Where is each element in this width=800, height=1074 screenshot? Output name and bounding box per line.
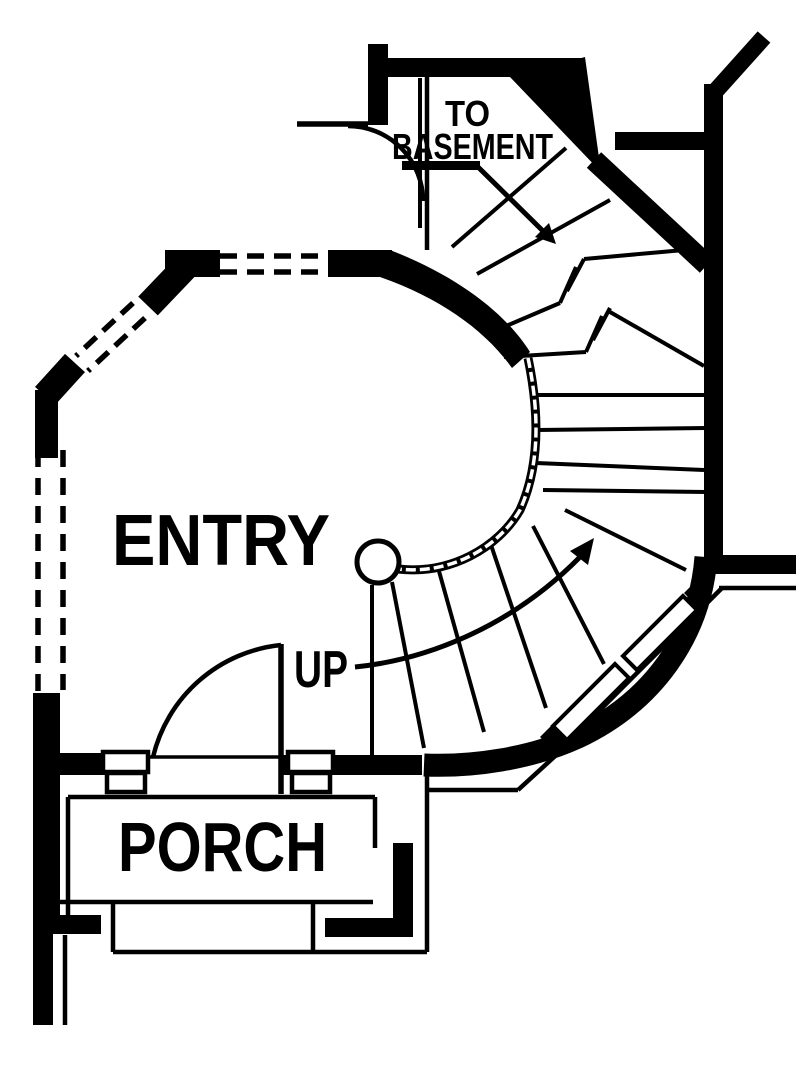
basement-door-swing	[347, 123, 426, 202]
tread-break-right	[609, 310, 705, 368]
front-door-swing	[150, 642, 282, 758]
tread	[488, 541, 548, 709]
tread	[435, 563, 486, 733]
wall-right-vertical	[704, 84, 723, 563]
label-porch: PORCH	[118, 808, 327, 886]
up-arrow-head	[570, 538, 594, 565]
break-line-1	[558, 258, 586, 304]
wall-post-top	[368, 44, 388, 125]
porch-wall-right-thick	[393, 843, 413, 937]
tread-break-left	[505, 301, 561, 328]
window-nw-dashed-inner	[86, 315, 147, 374]
stair-handrail	[354, 357, 541, 586]
wall-diagonal-chunk	[510, 57, 601, 172]
tread	[535, 461, 705, 472]
wall-left-bottom	[33, 915, 53, 1025]
basement-arrow-head	[535, 223, 556, 244]
wall-nw-vertical	[35, 390, 58, 458]
handrail-inner	[397, 357, 538, 572]
wall-diagonal-nw-lower	[35, 353, 85, 406]
labels: TO BASEMENT ENTRY UP PORCH	[112, 93, 553, 886]
newel-post	[354, 538, 402, 586]
step-stub-bottom-left	[33, 915, 101, 934]
wall-entry-top-right-block	[328, 250, 392, 277]
se-window-frame-1	[620, 593, 700, 673]
se-window-cap-upper	[684, 582, 711, 609]
basement-arrow-underline	[402, 161, 480, 170]
column-right-inner	[289, 770, 333, 795]
porch-columns	[100, 749, 336, 795]
label-to-basement-line1: TO	[445, 93, 490, 134]
label-entry: ENTRY	[112, 501, 330, 581]
se-window-cap-lower	[540, 725, 568, 753]
doors	[148, 121, 426, 794]
arrows	[354, 165, 594, 670]
wall-diagonal-nw-upper	[138, 251, 201, 316]
tread-break-right	[583, 248, 685, 261]
wall-bottom-left-segment	[35, 753, 106, 775]
se-window-wall	[540, 582, 796, 753]
tread	[536, 426, 707, 432]
handrail-outer	[397, 357, 541, 575]
wall-left-lower	[33, 693, 60, 920]
column-left-inner	[104, 770, 148, 795]
tread	[542, 488, 707, 494]
se-window-frame-2	[550, 661, 632, 743]
wall-bar-upper-right	[615, 132, 715, 150]
tread	[564, 508, 687, 572]
tread	[531, 525, 606, 665]
porch-wall-bottom-thick	[325, 918, 413, 937]
column-right-outer	[285, 749, 336, 775]
windows-dashed	[35, 253, 330, 695]
tread-break-left	[503, 350, 587, 359]
wall-diagonal-top-right	[705, 31, 771, 101]
window-nw-dashed-outer	[74, 300, 135, 359]
label-to-basement-line2: BASEMENT	[392, 126, 553, 167]
se-wall-diagonal-edge	[560, 586, 724, 750]
basement-arrow-shaft	[476, 165, 547, 235]
se-step-diagonal	[516, 745, 567, 792]
break-line-2	[584, 307, 612, 353]
stair-walls	[380, 250, 718, 777]
diagonal-walls	[35, 31, 771, 406]
wall-stub-right	[705, 555, 796, 574]
wall-diagonal-band	[586, 152, 715, 273]
label-up: UP	[294, 641, 348, 699]
tread	[390, 581, 426, 749]
up-arrow-arc	[354, 555, 582, 670]
porch	[53, 745, 567, 1025]
column-left-outer	[100, 749, 151, 775]
porch-outline	[53, 745, 567, 1025]
stair-crescent-wall	[380, 250, 530, 368]
